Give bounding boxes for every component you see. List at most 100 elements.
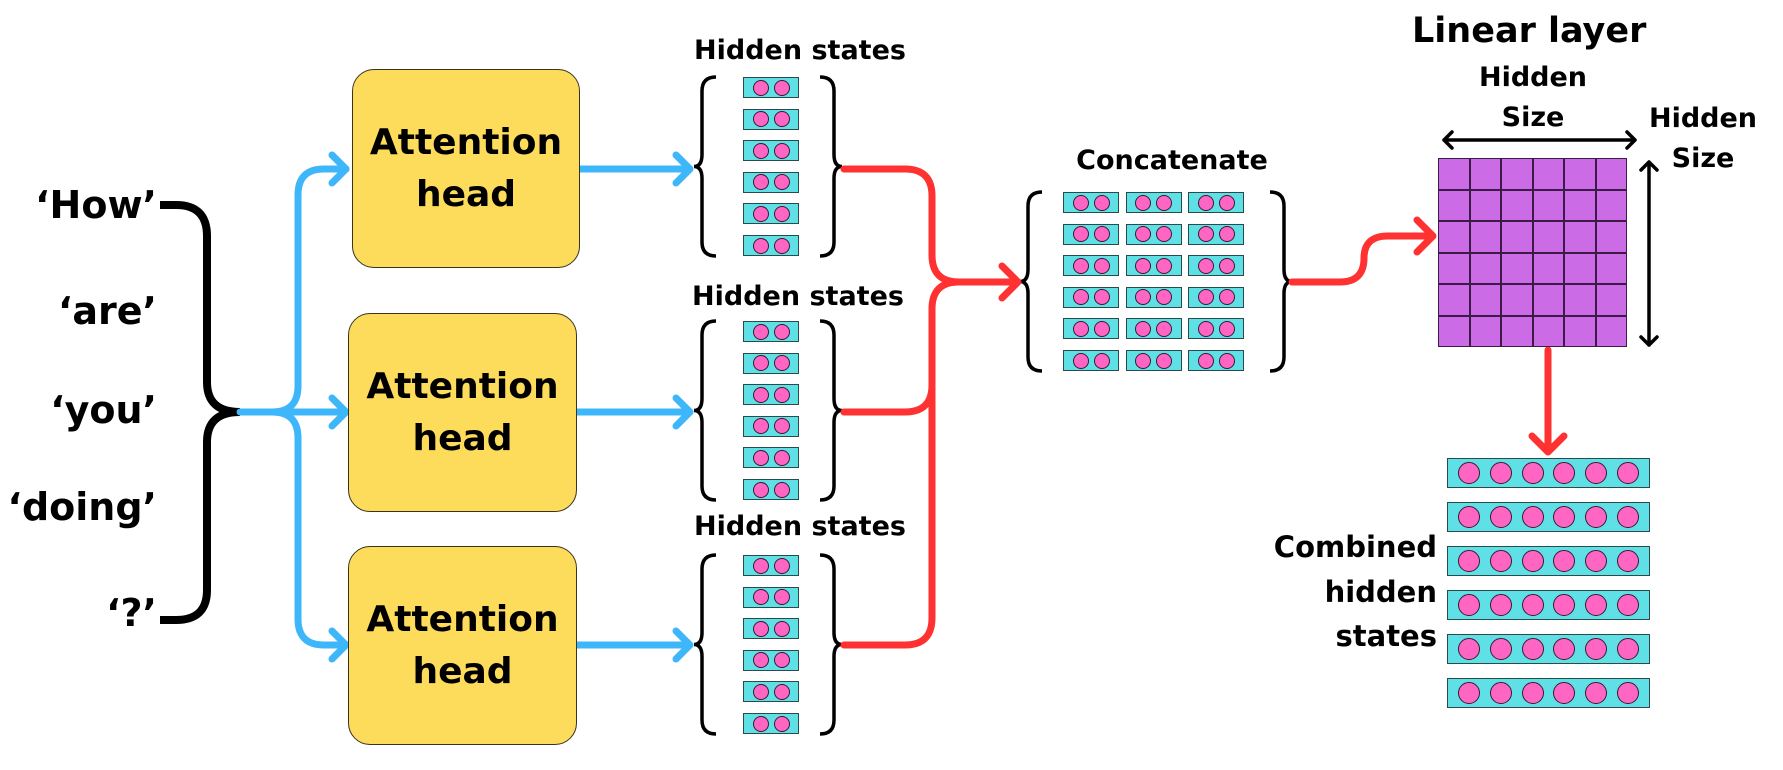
concatenate-left-brace <box>1019 190 1043 373</box>
attention-head-label: head <box>415 173 517 215</box>
concatenated-vector-block <box>1188 255 1244 277</box>
vector-value-dot <box>773 111 790 128</box>
vector-value-dot <box>1093 320 1110 337</box>
vector-value-dot <box>752 715 769 732</box>
hidden-states-3-right-brace <box>819 553 843 736</box>
vector-value-dot <box>1197 194 1214 211</box>
combined-hidden-state-vector <box>1447 458 1650 488</box>
vector-value-dot <box>1457 462 1480 484</box>
vector-value-dot <box>1617 550 1640 572</box>
vector-value-dot <box>752 418 769 435</box>
concatenated-vector-block <box>1188 318 1244 340</box>
vector-value-dot <box>752 323 769 340</box>
vector-value-dot <box>1585 638 1608 660</box>
token-question: ‘?’ <box>106 591 157 635</box>
hidden-states-2-left-brace <box>693 319 717 502</box>
attention-head-3: Attention head <box>348 546 577 745</box>
concatenated-vector-block <box>1188 286 1244 308</box>
weight-cell <box>1595 158 1627 190</box>
concatenated-vector-block <box>1125 192 1182 213</box>
weight-cell <box>1438 252 1470 284</box>
concatenated-vector-block <box>1125 318 1182 340</box>
weight-cell <box>1564 315 1596 347</box>
weight-cell <box>1595 252 1627 284</box>
combined-hidden-state-vector <box>1447 546 1650 576</box>
vector-value-dot <box>1135 226 1151 243</box>
vector-value-dot <box>1197 289 1214 306</box>
head1-output-arrow <box>576 151 694 187</box>
vector-value-dot <box>752 481 769 498</box>
combined-hidden-state-vector <box>1447 502 1650 532</box>
concatenate-label: Concatenate <box>1076 145 1268 176</box>
weight-cell <box>1469 221 1501 253</box>
vector-value-dot <box>752 355 769 372</box>
height-label-line1: Hidden <box>1648 103 1758 134</box>
arrowhead-head2 <box>328 394 350 430</box>
vector-value-dot <box>1093 257 1110 274</box>
vector-value-dot <box>1072 194 1089 211</box>
weight-cell <box>1469 189 1501 221</box>
hidden-state-vector <box>743 140 799 162</box>
vector-value-dot <box>752 589 769 606</box>
vector-value-dot <box>1093 352 1110 369</box>
hidden-states-label-2: Hidden states <box>692 281 904 312</box>
vector-value-dot <box>1156 194 1172 211</box>
vector-value-dot <box>1457 550 1480 572</box>
vector-value-dot <box>773 386 790 403</box>
weight-cell <box>1501 315 1533 347</box>
vector-value-dot <box>773 557 790 574</box>
weight-cell <box>1532 284 1564 316</box>
weight-cell <box>1501 189 1533 221</box>
concatenated-vector-block <box>1063 350 1119 371</box>
vector-value-dot <box>1218 320 1235 337</box>
vector-value-dot <box>1218 257 1235 274</box>
vector-value-dot <box>773 205 790 222</box>
vector-value-dot <box>752 111 769 128</box>
attention-head-label: head <box>412 650 513 692</box>
attention-head-2: Attention head <box>348 313 577 512</box>
hidden-state-vector <box>743 203 799 225</box>
vector-value-dot <box>1218 194 1235 211</box>
weight-cell <box>1532 189 1564 221</box>
attention-head-label: Attention <box>366 365 559 407</box>
concat-to-linear <box>1288 216 1437 286</box>
weight-cell <box>1469 284 1501 316</box>
concat-arrow <box>955 262 1022 302</box>
vector-value-dot <box>1156 352 1172 369</box>
vector-value-dot <box>1135 320 1151 337</box>
hidden-states-1-left-brace <box>693 75 717 258</box>
vector-value-dot <box>1617 682 1640 704</box>
width-label-line2: Size <box>1501 102 1565 133</box>
vector-value-dot <box>1489 682 1512 704</box>
vector-value-dot <box>1072 257 1089 274</box>
token-doing: ‘doing’ <box>7 485 157 529</box>
vector-value-dot <box>1489 550 1512 572</box>
vector-value-dot <box>773 715 790 732</box>
concatenated-vector-block <box>1063 286 1119 308</box>
hidden-state-vector <box>743 555 799 576</box>
vector-value-dot <box>1553 550 1576 572</box>
vector-value-dot <box>1617 594 1640 616</box>
vector-value-dot <box>1489 462 1512 484</box>
attention-head-label: Attention <box>366 598 559 640</box>
hidden-state-vector <box>743 479 799 500</box>
concatenated-vector-block <box>1125 286 1182 308</box>
vector-value-dot <box>1072 289 1089 306</box>
weight-cell <box>1501 252 1533 284</box>
vector-value-dot <box>1197 320 1214 337</box>
combined-label-line3: states <box>1335 619 1438 653</box>
weight-cell <box>1532 158 1564 190</box>
hidden-state-vector <box>743 77 799 98</box>
height-dimension-arrow <box>1639 160 1659 347</box>
vector-value-dot <box>773 355 790 372</box>
attention-head-label: Attention <box>369 121 563 163</box>
vector-value-dot <box>1218 352 1235 369</box>
hidden-states-label-3: Hidden states <box>694 511 906 542</box>
vector-value-dot <box>773 652 790 669</box>
concatenated-vector-block <box>1188 223 1244 245</box>
concatenated-vector-block <box>1063 318 1119 340</box>
token-you: ‘you’ <box>50 388 157 432</box>
width-label-line1: Hidden <box>1478 62 1588 93</box>
vector-value-dot <box>1072 320 1089 337</box>
vector-value-dot <box>773 323 790 340</box>
